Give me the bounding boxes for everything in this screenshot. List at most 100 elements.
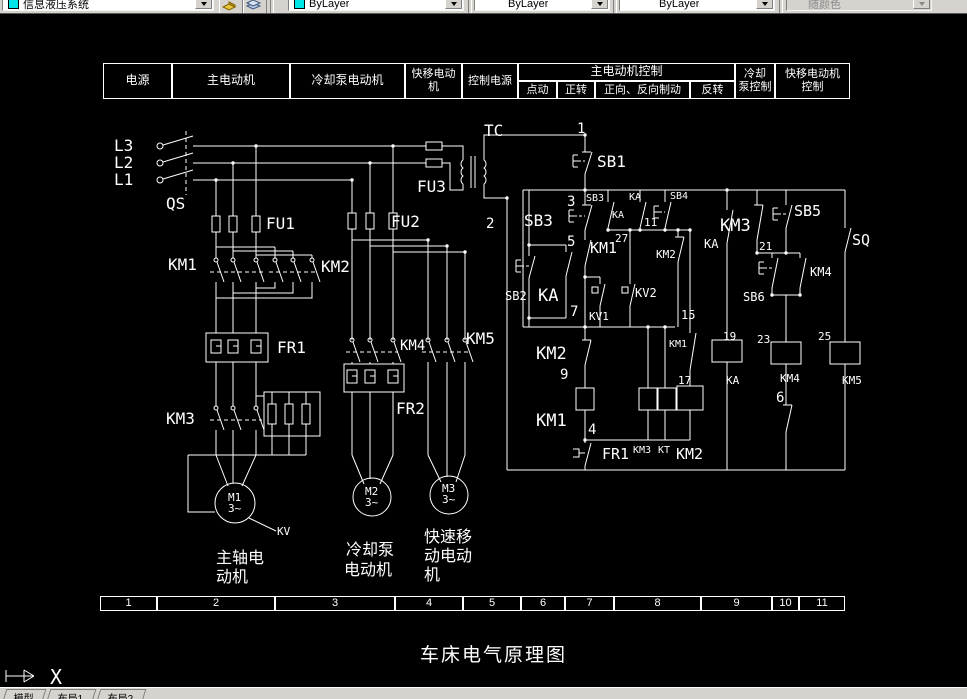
plotstyle-value: 随颜色 [808, 0, 841, 11]
svg-text:FR1: FR1 [602, 445, 629, 463]
svg-text:FU3: FU3 [417, 177, 446, 196]
svg-text:11: 11 [644, 216, 657, 229]
svg-text:7: 7 [570, 304, 578, 320]
color-dropdown[interactable]: ByLayer [288, 0, 464, 11]
layer-color-swatch [8, 0, 19, 9]
motor-m2 [351, 392, 394, 517]
svg-text:3~: 3~ [365, 496, 379, 509]
svg-text:KM4: KM4 [780, 372, 800, 385]
svg-text:KA: KA [726, 374, 740, 387]
lineweight-dropdown-arrow[interactable] [756, 0, 773, 9]
strip-cell: 3 [275, 596, 395, 611]
svg-text:FU2: FU2 [391, 212, 420, 231]
km1-main-contacts [210, 257, 266, 283]
svg-text:KA: KA [538, 286, 558, 306]
svg-text:KA: KA [629, 192, 641, 203]
km5-main-contacts [422, 337, 474, 363]
svg-text:KM1: KM1 [536, 411, 567, 431]
svg-text:KM5: KM5 [466, 329, 495, 348]
svg-text:FR1: FR1 [277, 338, 306, 357]
svg-text:19: 19 [723, 330, 736, 343]
header-cell: 冷却泵电动机 [290, 63, 405, 99]
drawing-title: 车床电气原理图 [420, 645, 568, 666]
svg-text:KM1: KM1 [669, 339, 687, 350]
svg-text:KV2: KV2 [635, 286, 657, 300]
toolbar-separator [613, 0, 617, 13]
tab-model[interactable]: 模型 [1, 689, 47, 699]
qs-disconnect-switch [156, 131, 194, 195]
ucs-icon [5, 669, 35, 683]
ucs-x-axis-label: X [50, 665, 62, 689]
tab-layout2[interactable]: 布局2 [95, 689, 146, 699]
fr2-overload-relay [343, 362, 405, 393]
strip-cell: 2 [157, 596, 275, 611]
svg-text:KM4: KM4 [400, 338, 425, 354]
svg-text:6: 6 [776, 390, 784, 406]
svg-text:3~: 3~ [228, 502, 242, 515]
object-properties-toolbar: 信息液压系统 ByLayer ByLayer ByLayer 随颜色 [0, 0, 967, 14]
header-cell: 主电动机控制 [518, 63, 735, 81]
svg-text:机: 机 [424, 565, 440, 584]
svg-text:M2: M2 [365, 485, 378, 498]
fu3-fuses [425, 141, 443, 168]
layers-dialog-icon[interactable] [243, 0, 267, 13]
linetype-dropdown-arrow[interactable] [591, 0, 608, 9]
plotstyle-dropdown-arrow [913, 0, 930, 9]
svg-text:KA: KA [704, 237, 719, 251]
svg-text:KM1: KM1 [590, 239, 617, 257]
toolbar-separator [468, 0, 472, 13]
svg-text:4: 4 [588, 422, 596, 438]
svg-text:SB4: SB4 [670, 191, 688, 202]
toolbar-separator [779, 0, 783, 13]
svg-text:FU1: FU1 [266, 214, 295, 233]
strip-cell: 10 [772, 596, 799, 611]
header-cell: 反转 [690, 81, 735, 99]
header-cell: 正转 [557, 81, 595, 99]
svg-text:TC: TC [484, 121, 503, 140]
svg-text:L3: L3 [114, 136, 133, 155]
make-object-layer-current-icon[interactable] [219, 0, 243, 13]
svg-text:KM3: KM3 [633, 445, 651, 456]
layer-dropdown[interactable]: 信息液压系统 [2, 0, 214, 11]
svg-text:17: 17 [678, 374, 691, 387]
fu2-fuses [347, 146, 466, 340]
svg-text:动电动: 动电动 [424, 546, 472, 565]
svg-text:快速移: 快速移 [424, 527, 472, 546]
svg-text:3: 3 [567, 194, 575, 210]
color-dropdown-arrow[interactable] [445, 0, 462, 9]
svg-text:21: 21 [759, 240, 772, 253]
strip-cell: 4 [395, 596, 463, 611]
transformer-tc [460, 134, 585, 470]
header-cell: 正向、反向制动 [595, 81, 690, 99]
motor-m3 [427, 362, 469, 515]
svg-text:电动机: 电动机 [344, 560, 392, 579]
svg-text:KV1: KV1 [589, 310, 609, 323]
lineweight-dropdown[interactable]: ByLayer [619, 0, 775, 11]
svg-text:SB1: SB1 [597, 152, 626, 171]
svg-text:5: 5 [567, 234, 575, 250]
layer-dropdown-arrow[interactable] [195, 0, 212, 9]
color-swatch [294, 0, 305, 9]
linetype-value: ByLayer [508, 0, 549, 10]
svg-text:25: 25 [818, 330, 831, 343]
plotstyle-dropdown: 随颜色 [786, 0, 932, 11]
svg-text:KM2: KM2 [321, 257, 350, 276]
svg-text:KM2: KM2 [676, 445, 703, 463]
svg-text:KA: KA [612, 210, 624, 221]
fu1-fuses [211, 146, 261, 258]
tab-layout1[interactable]: 布局1 [45, 689, 96, 699]
svg-text:KM3: KM3 [720, 216, 751, 236]
header-cell: 控制电源 [462, 63, 518, 99]
power-phase-wires [193, 145, 464, 191]
fr1-overload-relay [205, 332, 269, 406]
svg-text:KT: KT [658, 445, 670, 456]
svg-text:9: 9 [560, 367, 568, 383]
svg-text:23: 23 [757, 333, 770, 346]
header-cell: 冷却 泵控制 [735, 63, 775, 99]
linetype-dropdown[interactable]: ByLayer [474, 0, 610, 11]
header-cell: 电源 [103, 63, 172, 99]
lineweight-value: ByLayer [659, 0, 700, 10]
